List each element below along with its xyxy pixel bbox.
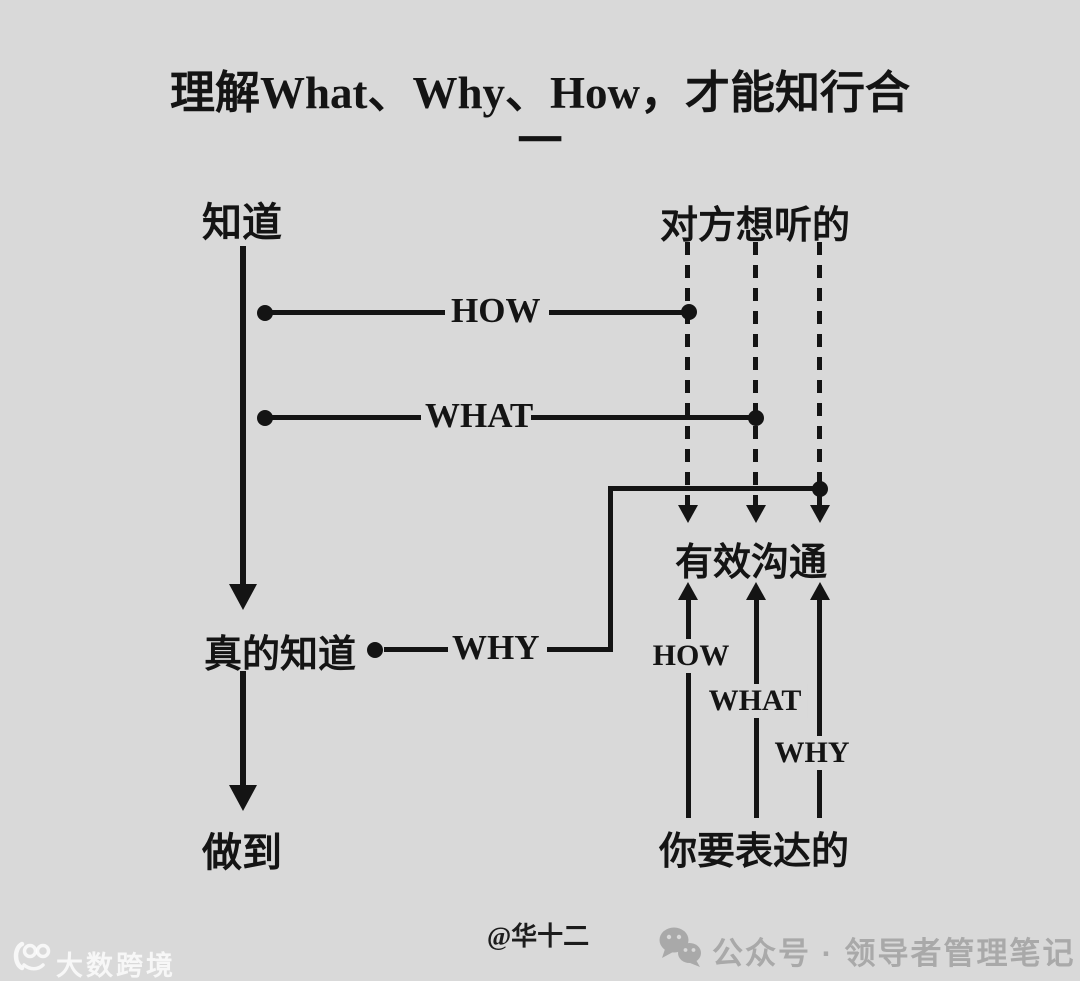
up-arrowhead-why — [810, 582, 830, 600]
node-what-you-express: 你要表达的 — [659, 831, 850, 873]
arrow-know-to-reallyknow-line — [240, 246, 246, 584]
dashed-line-why — [817, 242, 822, 505]
up-arrowhead-what — [746, 582, 766, 600]
up-label-how: HOW — [646, 639, 736, 673]
why-elbow-vertical — [608, 486, 613, 652]
dashukuajing-logo — [10, 938, 52, 974]
dashed-line-how — [685, 242, 690, 505]
what-row-line-right — [531, 415, 757, 420]
arrow-reallyknow-to-do-head — [229, 785, 257, 811]
up-arrowhead-how — [678, 582, 698, 600]
up-line-why — [817, 598, 822, 818]
wechat-icon — [657, 926, 703, 968]
why-row-line-left — [384, 647, 448, 652]
dashed-arrowhead-what — [746, 505, 766, 523]
why-row-line-right — [547, 647, 613, 652]
page-title-line2: 一 — [517, 116, 563, 166]
node-really-know: 真的知道 — [204, 634, 357, 676]
up-line-how — [686, 598, 691, 818]
node-do-it: 做到 — [202, 830, 282, 875]
how-row-line-left — [265, 310, 445, 315]
up-label-why: WHY — [768, 736, 856, 770]
watermark-text: 大数跨境 — [56, 951, 176, 981]
up-label-what: WHAT — [702, 684, 808, 718]
node-know: 知道 — [202, 200, 282, 245]
footer-author: @华十二 — [487, 922, 590, 951]
why-elbow-horizontal — [608, 486, 820, 491]
dashed-line-what — [753, 242, 758, 505]
why-row-dot-left — [367, 642, 383, 658]
dashed-arrowhead-how — [678, 505, 698, 523]
node-what-they-want: 对方想听的 — [660, 205, 851, 247]
page-title-line1: 理解What、Why、How，才能知行合 — [169, 68, 911, 118]
wechat-account-text: 公众号 · 领导者管理笔记 — [712, 936, 1076, 971]
node-effective-communication: 有效沟通 — [675, 542, 828, 584]
what-connector-label: WHAT — [425, 396, 534, 435]
how-connector-label: HOW — [451, 291, 541, 330]
arrow-know-to-reallyknow-head — [229, 584, 257, 610]
why-connector-label: WHY — [452, 628, 540, 667]
arrow-reallyknow-to-do-line — [240, 671, 246, 785]
how-row-line-right — [549, 310, 690, 315]
what-row-line-left — [265, 415, 421, 420]
dashed-arrowhead-why — [810, 505, 830, 523]
